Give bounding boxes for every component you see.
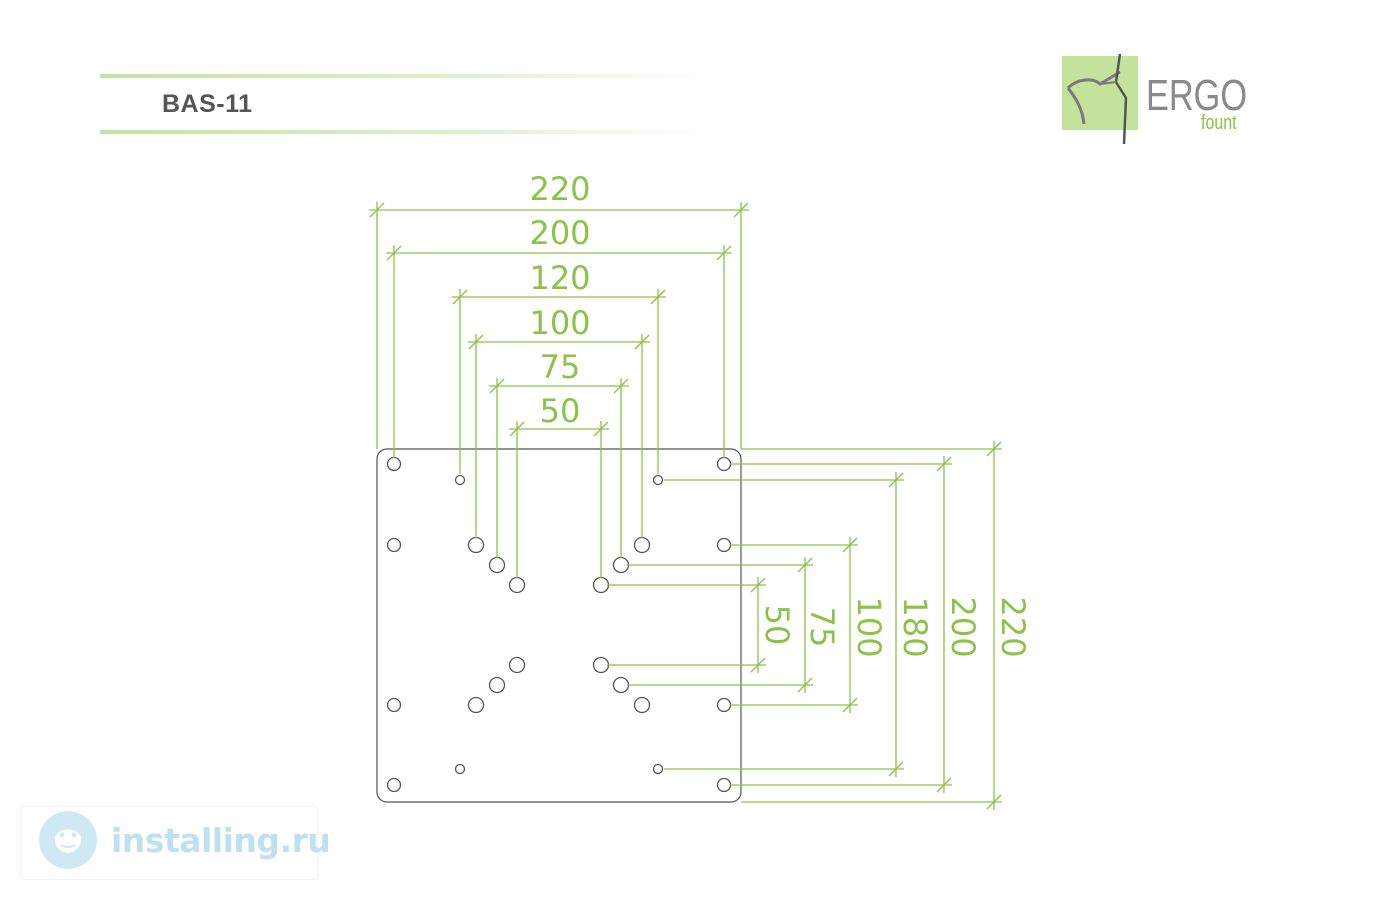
title-rule-top [100,74,710,78]
mounting-hole-23 [592,656,610,674]
dim-label-h180: 180 [896,596,934,657]
tick-left-w120 [452,289,468,305]
dim-label-h220: 220 [994,596,1032,657]
mounting-hole-22 [508,656,526,674]
mounting-hole-17 [612,556,630,574]
dim-label-w220: 220 [529,170,590,208]
watermark[interactable]: installing.ru [20,806,331,880]
mounting-hole-4 [386,537,402,553]
mounting-hole-9 [652,474,664,486]
dim-label-w120: 120 [529,259,590,297]
tick-top-h200 [936,456,952,472]
tick-right-w120 [650,289,666,305]
dim-label-w75: 75 [540,348,581,386]
mounting-hole-18 [488,676,506,694]
ergofount-logo-icon [1062,53,1138,145]
frog-badge-icon [39,811,97,869]
mounting-hole-1 [716,456,732,472]
mounting-hole-3 [716,777,732,793]
tick-left-w100 [468,334,484,350]
mounting-hole-20 [508,576,526,594]
watermark-text: installing.ru [111,821,331,860]
tick-left-w50 [509,421,525,437]
mounting-hole-21 [592,576,610,594]
brand-name: ERGO [1146,71,1248,120]
tick-left-w75 [489,378,505,394]
mounting-hole-0 [386,456,402,472]
tick-right-w200 [716,245,732,261]
dim-label-w200: 200 [529,214,590,252]
tick-right-w220 [733,202,749,218]
mounting-hole-11 [652,763,664,775]
mounting-holes [386,456,732,793]
tick-top-h100 [842,537,858,553]
mounting-hole-19 [612,676,630,694]
tick-bottom-h180 [888,761,904,777]
tick-right-w100 [634,334,650,350]
tick-top-h220 [986,441,1002,457]
mounting-hole-13 [633,536,651,554]
tick-top-h50 [750,577,766,593]
tick-bottom-h75 [797,677,813,693]
mounting-hole-14 [467,696,485,714]
tick-top-h180 [888,472,904,488]
dim-label-h50: 50 [758,605,796,646]
dim-label-w50: 50 [540,392,581,430]
dim-label-w100: 100 [529,304,590,342]
tick-top-h75 [797,557,813,573]
tick-right-w50 [593,421,609,437]
mounting-hole-12 [467,536,485,554]
mounting-hole-6 [386,697,402,713]
tick-right-w75 [613,378,629,394]
mounting-hole-5 [716,537,732,553]
mounting-hole-10 [454,763,466,775]
mounting-hole-2 [386,777,402,793]
tick-bottom-h200 [936,777,952,793]
dim-label-h100: 100 [850,596,888,657]
tick-left-w220 [369,202,385,218]
tick-left-w200 [386,245,402,261]
model-title: BAS-11 [162,90,253,118]
mounting-hole-7 [716,697,732,713]
mounting-hole-8 [454,474,466,486]
tick-bottom-h100 [842,697,858,713]
title-rule-bottom [100,130,710,134]
tick-bottom-h50 [750,657,766,673]
brand-subname: fount [1201,112,1237,134]
mounting-hole-15 [633,696,651,714]
mounting-hole-16 [488,556,506,574]
mounting-plate [376,448,742,803]
dim-label-h75: 75 [803,607,841,648]
dim-label-h200: 200 [944,596,982,657]
tick-bottom-h220 [986,794,1002,810]
dimension-lines [369,202,1002,810]
